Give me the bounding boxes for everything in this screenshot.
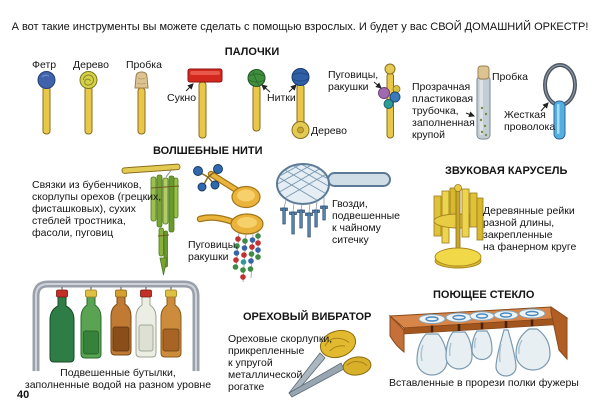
stiff-wire-illustration xyxy=(543,63,577,140)
nails-strainer-caption: Гвозди, подвешенные к чайному ситечку xyxy=(332,198,400,246)
tube-label-arrow xyxy=(465,111,475,118)
wood-label-2: Дерево xyxy=(311,125,347,137)
wood-mallet-illustration xyxy=(79,71,98,135)
spoon-bells-illustration xyxy=(193,164,261,209)
threads-label: Нитки xyxy=(267,92,296,104)
grain-tube-label: Прозрачная пластиковая трубочка, заполне… xyxy=(412,81,475,141)
blue-thread-mallet-illustration xyxy=(291,68,310,139)
carousel-section-title: ЗВУКОВАЯ КАРУСЕЛЬ xyxy=(445,165,568,177)
threads-arrow-right xyxy=(288,84,297,93)
singing-glass-section-title: ПОЮЩЕЕ СТЕКЛО xyxy=(433,289,535,301)
wire-label-arrow xyxy=(540,102,549,112)
bottles-caption: Подвешенные бутылки, заполненные водой н… xyxy=(24,367,212,391)
singing-glass-illustration xyxy=(388,306,569,377)
nut-vibrator-caption: Ореховые скорлупки, прикрепленные к упру… xyxy=(228,333,333,393)
buttons-label-arrow xyxy=(373,81,382,89)
cloth-hammer-illustration xyxy=(187,68,223,139)
buttons-stick-illustration xyxy=(378,63,401,139)
threads-arrow-left xyxy=(261,84,271,93)
buttons-shells-label-sticks: Пуговицы, ракушки xyxy=(328,69,379,93)
magic-threads-section-title: ВОЛШЕБНЫЕ НИТИ xyxy=(153,145,263,157)
page-intro: А вот такие инструменты вы можете сделат… xyxy=(11,21,589,33)
bunches-caption: Связки из бубенчиков, скорлупы орехов (г… xyxy=(32,179,162,239)
page-number: 40 xyxy=(17,389,30,401)
cork-label-1: Пробка xyxy=(126,59,162,71)
wood-label-1: Дерево xyxy=(73,59,109,71)
cloth-label-arrow xyxy=(185,83,194,92)
nut-vibrator-section-title: ОРЕХОВЫЙ ВИБРАТОР xyxy=(243,311,372,323)
reed-bundle-illustration xyxy=(121,163,181,276)
felt-mallet-illustration xyxy=(37,71,56,135)
nut-vibrator-illustration xyxy=(288,329,372,398)
green-thread-mallet-illustration xyxy=(247,69,266,132)
sound-carousel-illustration xyxy=(433,184,484,269)
sticks-section-title: ПАЛОЧКИ xyxy=(224,46,280,58)
hanging-bottles-illustration xyxy=(32,280,200,371)
grain-tube-illustration xyxy=(476,65,491,140)
felt-label: Фетр xyxy=(32,59,57,71)
stiff-wire-label: Жесткая проволока xyxy=(504,109,556,133)
cloth-label: Сукно xyxy=(167,92,197,104)
buttons-shells-label-threads: Пуговицы, ракушки xyxy=(188,239,239,263)
carousel-caption: Деревянные рейки разной длины, закреплен… xyxy=(483,205,577,253)
singing-glass-caption: Вставленные в прорези полки фужеры xyxy=(389,377,579,389)
cork-label-2: Пробка xyxy=(492,71,528,83)
cork-mallet-illustration xyxy=(134,71,149,135)
spoon-beads-illustration xyxy=(196,213,264,283)
strainer-nails-illustration xyxy=(276,163,391,238)
